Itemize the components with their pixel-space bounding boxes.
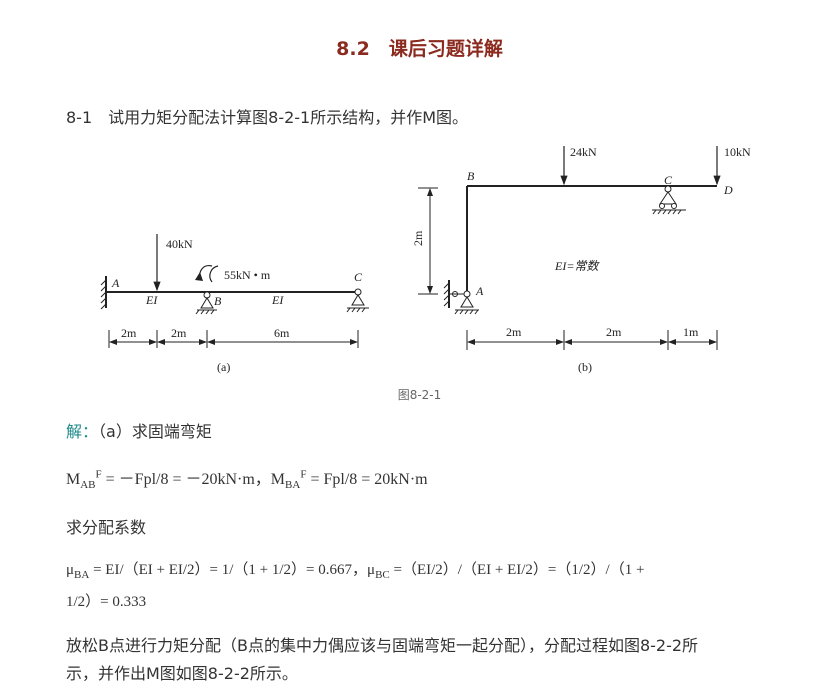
solution-part: （a）求固端弯矩 — [98, 422, 212, 441]
svg-text:2m: 2m — [171, 326, 187, 340]
section-title: 8.2 课后习题详解 — [336, 38, 503, 60]
svg-text:2m: 2m — [506, 325, 522, 339]
solution-line: 解：（a）求固端弯矩 — [66, 418, 212, 442]
svg-text:2m: 2m — [411, 230, 425, 246]
problem-statement: 8-1 试用力矩分配法计算图8-2-1所示结构，并作M图。 — [66, 108, 469, 127]
svg-text:1m: 1m — [683, 325, 699, 339]
svg-text:2m: 2m — [121, 326, 137, 340]
figure-8-2-1: 40kN 55kN • m A B C EI EI — [100, 145, 751, 374]
load-label-10kn: 10kN — [724, 145, 751, 159]
load-label-24kn: 24kN — [570, 145, 597, 159]
svg-text:A: A — [111, 276, 120, 290]
figure-caption: 图8-2-1 — [397, 388, 442, 402]
release-paragraph-1: 放松B点进行力矩分配（B点的集中力偶应该与固端弯矩一起分配），分配过程如图8-2… — [66, 636, 699, 655]
solution-label: 解： — [66, 422, 99, 441]
svg-text:D: D — [723, 183, 733, 197]
svg-text:B: B — [467, 169, 475, 183]
moment-label: 55kN • m — [224, 268, 271, 282]
diagram-a: 40kN 55kN • m A B C EI EI — [100, 234, 369, 374]
load-label-40kn: 40kN — [166, 237, 193, 251]
moment-arrow — [209, 265, 219, 283]
distribution-factors: μBA = EI/（EI + EI/2）= 1/（1 + 1/2）= 0.667… — [66, 562, 645, 581]
fixed-end-moments: MABF = －Fpl/8 = －20kN·m，MBAF = Fpl/8 = 2… — [66, 468, 428, 492]
support-c-b — [659, 191, 677, 205]
svg-text:EI=常数: EI=常数 — [554, 259, 600, 273]
diagram-a-label: (a) — [217, 360, 230, 374]
svg-text:EI: EI — [271, 293, 284, 307]
svg-text:C: C — [354, 270, 363, 284]
svg-text:C: C — [664, 173, 673, 187]
distribution-heading: 求分配系数 — [66, 518, 147, 537]
svg-text:A: A — [475, 284, 484, 298]
svg-text:6m: 6m — [274, 326, 290, 340]
svg-text:B: B — [214, 294, 222, 308]
diagram-b-label: (b) — [578, 360, 592, 374]
support-b — [200, 297, 214, 309]
distribution-factors-cont: 1/2）= 0.333 — [66, 594, 147, 610]
diagram-b: 2m 24kN 10kN B — [411, 145, 751, 374]
svg-text:EI: EI — [145, 293, 158, 307]
release-paragraph-2: 示，并作出M图如图8-2-2所示。 — [66, 664, 298, 683]
support-a — [460, 296, 474, 308]
support-c — [351, 294, 365, 306]
svg-text:2m: 2m — [606, 325, 622, 339]
